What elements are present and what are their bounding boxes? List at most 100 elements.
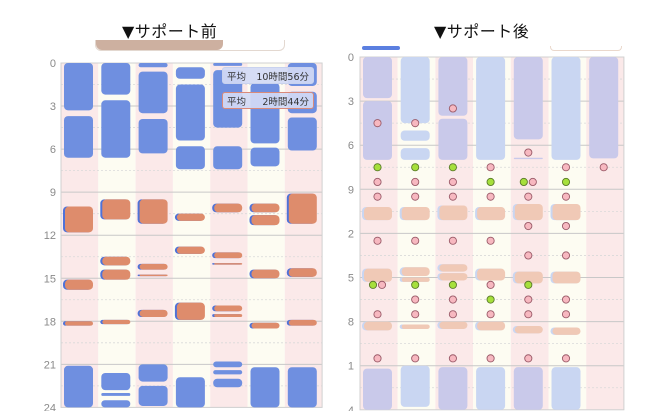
pink-event-dot	[373, 236, 382, 245]
sleep-bar	[400, 57, 430, 124]
nap-bar	[214, 305, 243, 312]
pink-event-dot	[377, 280, 387, 289]
sleep-bar	[551, 57, 581, 160]
pink-event-dot	[448, 295, 457, 304]
nap-bar	[176, 213, 205, 221]
sleep-bar	[138, 364, 168, 382]
sleep-bar	[400, 130, 430, 141]
y-tick-label: 0	[50, 58, 56, 70]
sleep-bar	[213, 370, 243, 375]
y-tick-label: 2	[348, 228, 354, 240]
nap-bar	[102, 256, 131, 266]
sleep-bar	[213, 63, 243, 66]
nap-bar	[552, 204, 581, 221]
nap-bar	[139, 263, 168, 270]
sleep-bar	[400, 365, 430, 407]
sleep-bar	[250, 367, 280, 408]
pink-event-dot	[448, 104, 457, 113]
average-nap-badge: 平均 2時間44分	[222, 92, 314, 109]
green-event-dot	[448, 163, 457, 172]
nap-bar	[176, 246, 205, 254]
nap-bar	[65, 279, 93, 290]
nap-bar	[514, 326, 543, 334]
y-tick-label: 15	[44, 273, 56, 285]
sleep-bar	[64, 116, 93, 158]
sleep-bar	[438, 367, 468, 410]
nap-bar	[477, 321, 506, 331]
sleep-bar	[64, 63, 93, 111]
nap-bar	[514, 271, 543, 284]
period-tab-bar[interactable]	[95, 40, 285, 51]
pink-event-dot	[561, 251, 571, 260]
y-tick-label: 8	[348, 317, 354, 329]
sleep-bar	[138, 385, 168, 406]
sleep-bar	[101, 372, 131, 391]
sleep-bar	[213, 361, 243, 368]
pink-event-dot	[561, 192, 571, 201]
sleep-bar	[363, 368, 392, 410]
pink-event-dot	[448, 192, 457, 201]
sleep-bar	[476, 57, 506, 160]
nap-bar	[439, 273, 468, 281]
sleep-bar	[551, 367, 581, 410]
period-tab-after[interactable]	[550, 46, 622, 51]
y-tick-label: 18	[44, 316, 56, 328]
pink-event-dot	[486, 280, 495, 289]
nap-bar	[102, 319, 131, 325]
sleep-bar	[101, 400, 131, 408]
pink-event-dot	[524, 310, 533, 319]
sleep-bar	[213, 378, 243, 388]
green-event-dot	[373, 163, 382, 172]
green-event-dot	[411, 163, 420, 172]
nap-bar	[439, 264, 468, 272]
sleep-bar	[250, 147, 280, 167]
y-tick-label: 9	[348, 184, 354, 196]
sleep-bar	[513, 157, 543, 160]
pink-event-dot	[486, 163, 495, 172]
nap-bar	[251, 322, 280, 329]
badge-label: 平均	[227, 71, 247, 83]
sleep-bar	[589, 57, 619, 159]
nap-bar	[251, 269, 280, 279]
sleep-bar	[101, 63, 131, 95]
period-tab-selected[interactable]	[96, 40, 223, 50]
green-event-dot	[448, 280, 457, 289]
sleep-bar	[138, 63, 168, 68]
nap-bar	[65, 321, 93, 326]
y-tick-label: 12	[44, 230, 56, 242]
pink-event-dot	[561, 354, 571, 363]
sleep-bar	[175, 146, 205, 170]
sleep-bar	[175, 377, 205, 408]
pink-event-dot	[448, 310, 457, 319]
badge-label: 平均	[227, 96, 247, 108]
pink-event-dot	[373, 192, 382, 201]
sleep-bar	[175, 67, 205, 79]
pink-event-dot	[486, 310, 495, 319]
sleep-bar	[138, 118, 168, 154]
nap-bar	[214, 263, 243, 265]
period-tab-selected-after[interactable]	[362, 46, 400, 50]
sleep-bar	[138, 71, 168, 114]
pink-event-dot	[373, 310, 382, 319]
sleep-bar	[513, 57, 543, 140]
title-after-support: ▼サポート後	[434, 22, 530, 41]
title-before-support: ▼サポート前	[122, 22, 218, 41]
nap-bar	[251, 203, 280, 213]
sleep-bar	[64, 365, 93, 408]
y-tick-label: 5	[348, 273, 354, 285]
sleep-bar	[101, 393, 131, 396]
sleep-bar	[287, 367, 317, 408]
sleep-bar	[438, 57, 468, 116]
green-event-dot	[486, 177, 495, 186]
pink-event-dot	[524, 295, 533, 304]
nap-bar	[514, 204, 543, 221]
nap-bar	[139, 274, 168, 277]
y-tick-label: 3	[348, 96, 354, 108]
pink-event-dot	[524, 221, 533, 231]
average-sleep-badge: 平均 10時間56分	[222, 67, 314, 84]
pink-event-dot	[411, 310, 420, 319]
nap-bar	[401, 206, 430, 221]
nap-bar	[102, 199, 131, 220]
y-tick-label: 3	[50, 101, 56, 113]
